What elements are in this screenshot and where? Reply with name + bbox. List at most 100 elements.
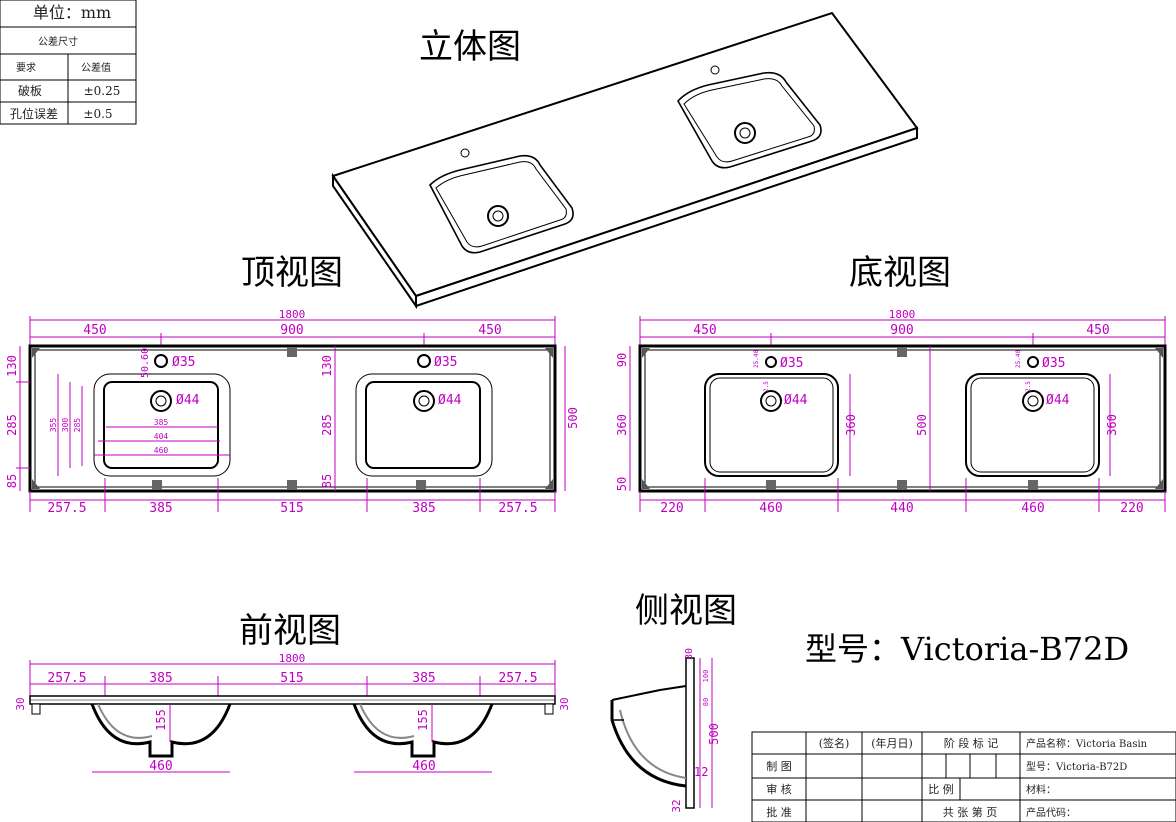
dim-seg: 385 [412, 501, 435, 516]
side-dim: 130 [5, 355, 19, 377]
depth-dim: 155 [416, 709, 430, 731]
hole-label: Ø35 [1042, 356, 1065, 371]
dim-seg: 450 [693, 323, 716, 338]
tolerance-table: 单位：mm 公差尺寸 要求 公差值 破板 ±0.25 孔位误差 ±0.5 [0, 0, 137, 125]
tb-approve: 批 准 [766, 805, 792, 819]
side-d2: 80 [702, 698, 710, 706]
bowl-width: 460 [412, 759, 435, 774]
title-block: (签名) (年月日) 阶 段 标 记 产品名称：Victoria Basin 型… [751, 731, 1176, 822]
basin-depth: 360 [844, 414, 858, 436]
side-view: 30 100 80 500 12 32 [610, 648, 721, 813]
dim-seg: 257.5 [47, 671, 86, 686]
inner-height: 355 [49, 418, 58, 433]
tb-sheets: 共 张 第 页 [943, 805, 998, 819]
top-view: 1800 450 900 450 Ø35 Ø44 Ø35 [5, 308, 580, 516]
inner-width: 460 [154, 446, 169, 455]
unit-label: 单位：mm [33, 3, 111, 22]
tb-review: 审 核 [766, 782, 792, 796]
dim-overall: 1800 [889, 308, 916, 321]
dim-seg: 460 [759, 501, 782, 516]
hole-label: Ø44 [784, 393, 808, 408]
small-offset: 50.60 [140, 348, 151, 378]
mid-dim: 130 [320, 355, 334, 377]
model-label: 型号：Victoria-B72D [805, 630, 1129, 668]
dim-seg: 450 [478, 323, 501, 338]
basin-depth: 360 [1105, 414, 1119, 436]
tb-product-name: 产品名称：Victoria Basin [1026, 737, 1148, 750]
tb-model: 型号：Victoria-B72D [1026, 760, 1127, 773]
tb-sign: (签名) [819, 736, 850, 750]
tiny-dim: 25.40 [1015, 350, 1022, 368]
dim-seg: 450 [1086, 323, 1109, 338]
side-top: 30 [684, 648, 695, 660]
tb-material: 材料： [1026, 783, 1056, 796]
dim-seg: 257.5 [498, 501, 537, 516]
hole-label: Ø35 [780, 356, 803, 371]
hole-label: Ø35 [172, 355, 195, 370]
dim-seg: 385 [412, 671, 435, 686]
tb-stage: 阶 段 标 记 [944, 736, 999, 750]
front-view-title: 前视图 [239, 611, 341, 651]
mid-dim: 285 [320, 414, 334, 436]
dim-seg: 440 [890, 501, 913, 516]
side-d1: 100 [702, 670, 710, 683]
dim-seg: 385 [149, 501, 172, 516]
thick-dim: 30 [14, 697, 27, 710]
dim-seg: 900 [280, 323, 303, 338]
mid-dim: 500 [915, 414, 929, 436]
hole-label: Ø44 [176, 393, 200, 408]
dim-seg: 900 [890, 323, 913, 338]
tb-drawn: 制 图 [766, 760, 792, 773]
side-bottom: 32 [670, 799, 683, 812]
depth-dim: 500 [566, 407, 580, 429]
inner-width: 404 [154, 432, 169, 441]
tb-scale: 比 例 [928, 782, 954, 796]
tiny-dim: 2.5 [1025, 381, 1032, 392]
mid-dim: 85 [320, 474, 334, 488]
hole-label: Ø44 [1046, 393, 1070, 408]
tb-code: 产品代码： [1026, 806, 1076, 819]
dim-seg: 257.5 [498, 671, 537, 686]
dim-overall: 1800 [279, 308, 306, 321]
dim-overall: 1800 [279, 652, 306, 665]
tb-date: (年月日) [871, 736, 913, 750]
inner-height: 300 [61, 418, 70, 433]
iso-title: 立体图 [419, 27, 521, 67]
side-total: 500 [707, 723, 721, 745]
dim-seg: 385 [149, 671, 172, 686]
row-item: 破板 [18, 83, 42, 98]
dim-seg: 450 [83, 323, 106, 338]
col-tolerance: 公差值 [81, 61, 111, 74]
side-dim: 85 [5, 474, 19, 488]
isometric-view [331, 11, 919, 310]
tiny-dim: 25.40 [753, 350, 760, 368]
row-value: ±0.5 [83, 107, 112, 121]
bottom-view-title: 底视图 [849, 253, 951, 293]
side-dim: 360 [615, 414, 629, 436]
tolerance-header: 公差尺寸 [38, 35, 78, 48]
tiny-dim: 2.5 [763, 381, 770, 392]
top-view-title: 顶视图 [241, 253, 343, 293]
col-requirement: 要求 [16, 62, 36, 74]
bowl-width: 460 [149, 759, 172, 774]
thick-dim: 30 [558, 697, 571, 710]
side-dim: 285 [5, 414, 19, 436]
dim-seg: 257.5 [47, 501, 86, 516]
side-dim: 90 [615, 353, 629, 367]
inner-width: 385 [154, 418, 169, 427]
side-lower: 12 [694, 765, 708, 779]
dim-seg: 220 [1120, 501, 1143, 516]
dim-seg: 220 [660, 501, 683, 516]
dim-seg: 515 [280, 501, 303, 516]
hole-label: Ø44 [438, 393, 462, 408]
side-view-title: 侧视图 [635, 591, 737, 631]
front-view: 1800 257.5 385 515 385 257.5 30 30 155 1… [14, 652, 571, 774]
row-value: ±0.25 [84, 84, 121, 98]
hole-label: Ø35 [434, 355, 457, 370]
bottom-view: 1800 450 900 450 Ø35 Ø44 Ø35 Ø44 25.40 2… [615, 308, 1167, 516]
dim-seg: 460 [1021, 501, 1044, 516]
side-dim: 50 [615, 477, 629, 491]
row-item: 孔位误差 [10, 106, 58, 121]
depth-dim: 155 [154, 709, 168, 731]
